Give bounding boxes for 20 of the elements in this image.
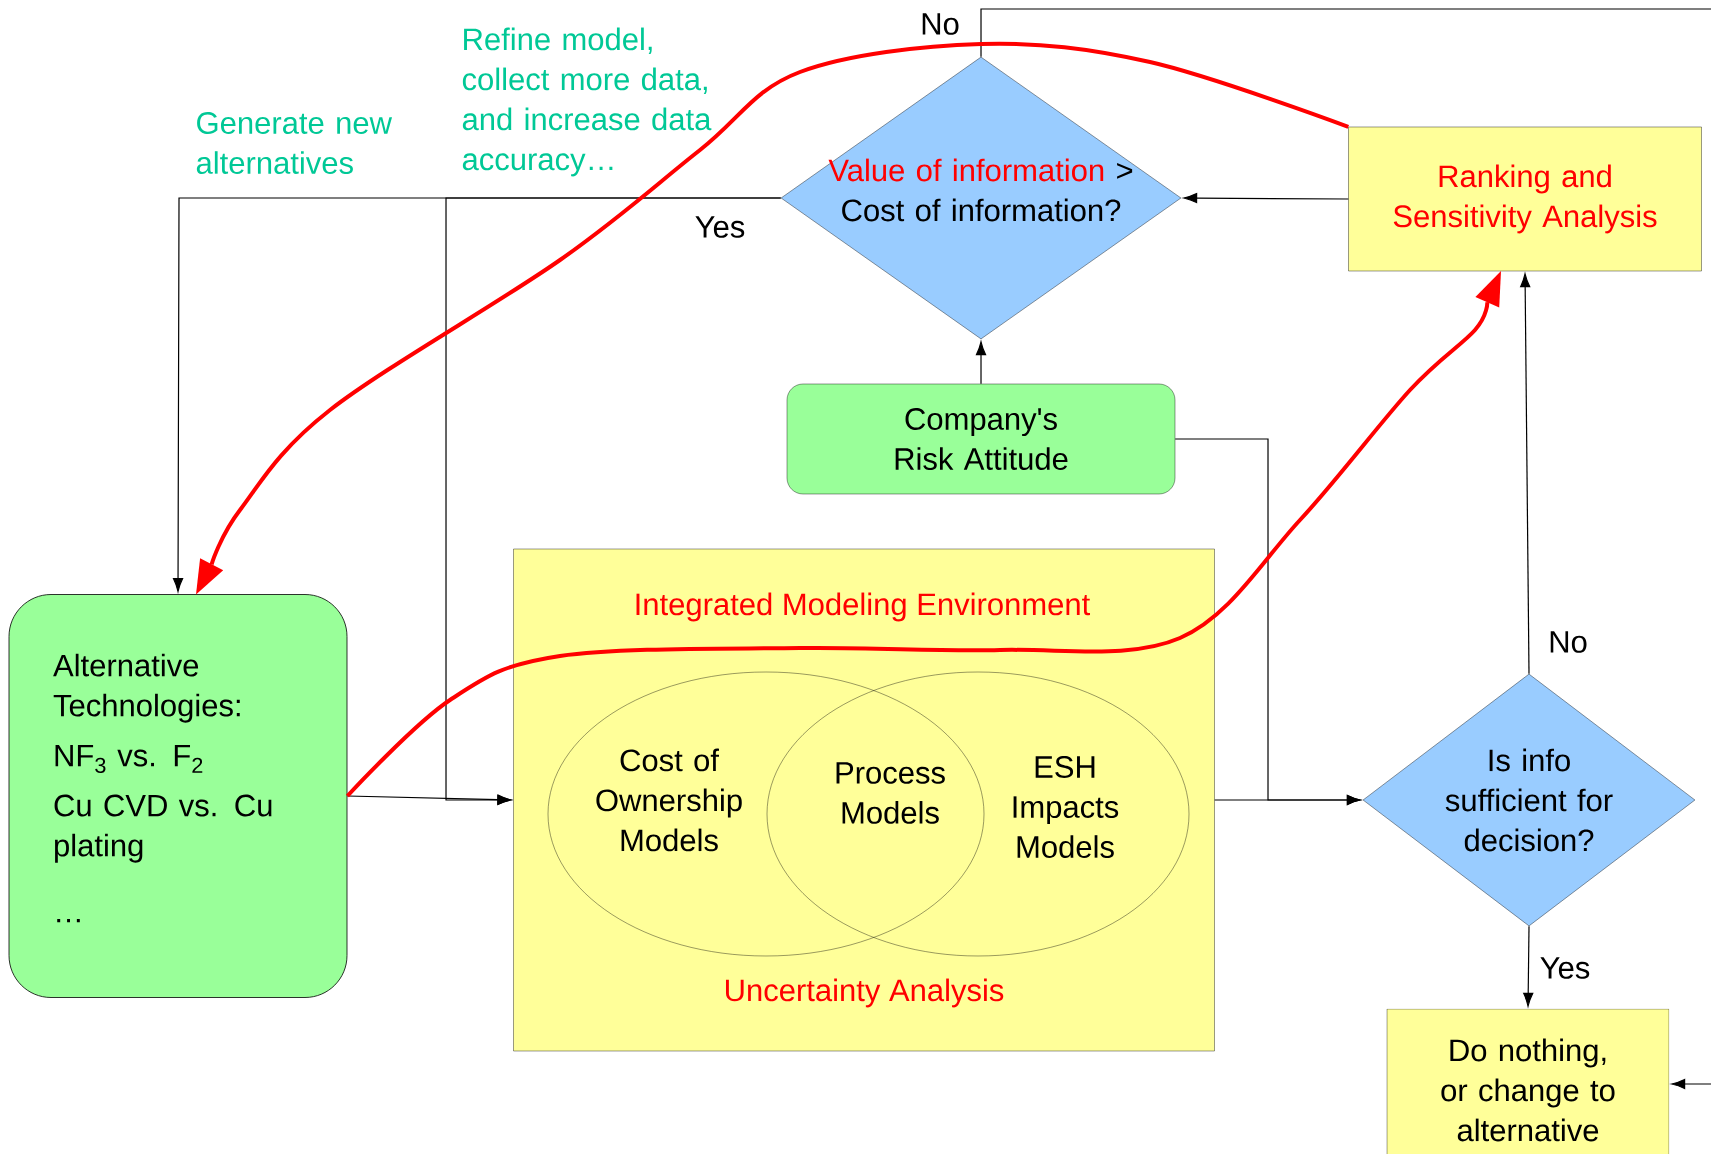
edge-label: No <box>1546 629 1590 655</box>
annotation-text: Refine model, collect more data, and increase data accuracy… <box>462 27 712 177</box>
edge-label: Yes <box>1537 955 1593 981</box>
arrow <box>196 41 1349 595</box>
arrow <box>975 341 987 385</box>
analysis-box: Ranking and Sensitivity Analysis <box>1348 126 1702 272</box>
arrow <box>1214 794 1361 806</box>
technology-box: Alternative Technologies: NF$_{3}$ vs. F$_{2}$ Cu CVD vs. Cu plating … <box>8 594 348 998</box>
arrow <box>1523 925 1534 1007</box>
outcome-box: Do nothing, or change to alternative <box>1386 1008 1670 1154</box>
arrow <box>445 197 782 806</box>
annotation-text: Generate new alternatives <box>196 112 393 174</box>
branch-label: Yes <box>695 216 745 238</box>
arrow <box>1520 273 1531 675</box>
arrow <box>980 8 1711 1090</box>
arrow <box>345 271 1501 798</box>
attitude-box: Company's Risk Attitude <box>786 383 1176 495</box>
overlap-label: Process Models <box>836 762 945 824</box>
edge-label: No <box>918 11 962 37</box>
arrow <box>1183 193 1349 204</box>
